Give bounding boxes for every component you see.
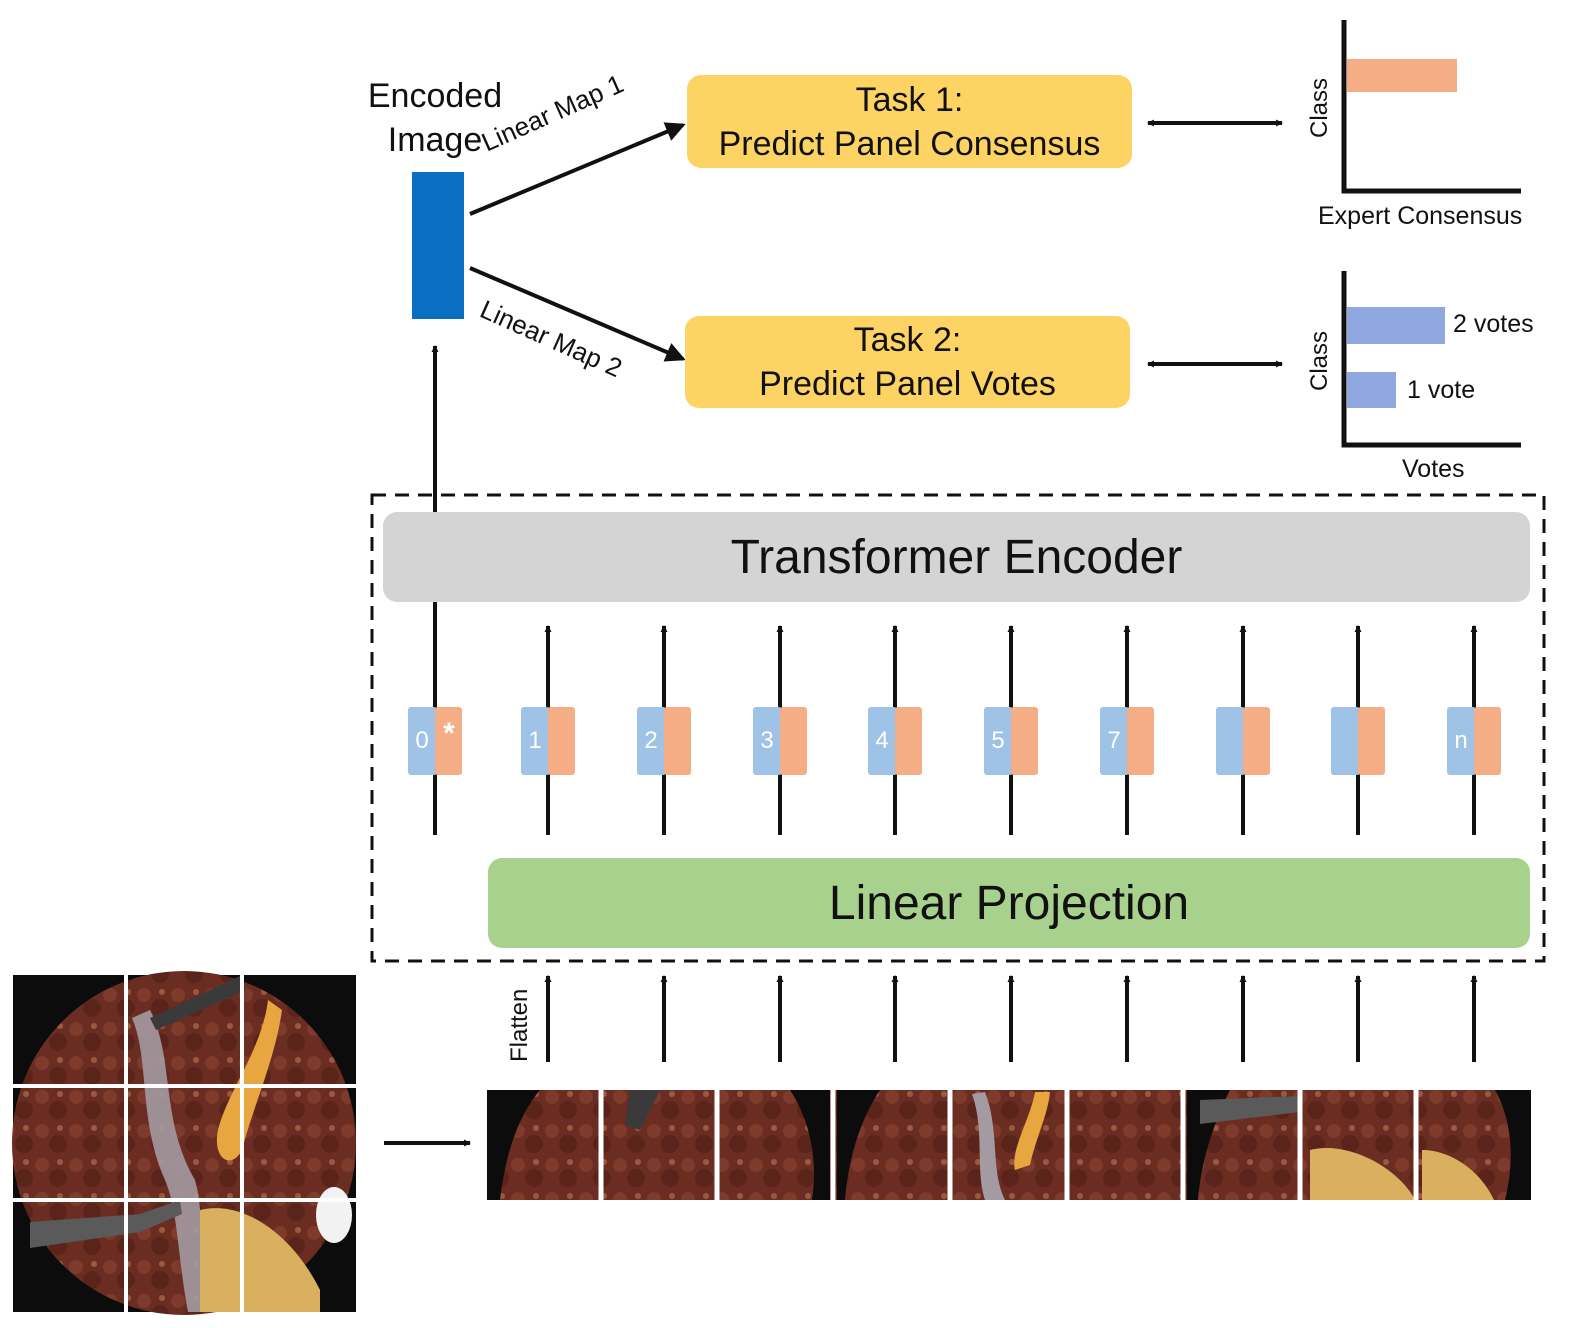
token-patch-embedding-5	[1011, 707, 1038, 775]
token-embeddings	[408, 707, 1501, 775]
chart2-xlabel: Votes	[1402, 455, 1465, 483]
token-patch-embedding-4	[895, 707, 922, 775]
token-patch-embedding-7	[1243, 707, 1270, 775]
token-label: 4	[875, 727, 889, 754]
encoded-image-label-line2: Image	[387, 121, 483, 159]
task2-subtitle: Predict Panel Votes	[759, 365, 1056, 403]
token-position-embedding-8	[1331, 707, 1360, 775]
token-position-embedding-6	[1100, 707, 1129, 775]
linear-map-1-arrow	[469, 122, 686, 216]
encoded-image-label-line1: Encoded	[367, 77, 503, 115]
linear-map-2-arrow	[469, 266, 686, 362]
token-label: 2	[644, 727, 658, 754]
task1-subtitle: Predict Panel Consensus	[718, 124, 1101, 163]
task1-title: Task 1:	[855, 80, 964, 119]
token-patch-embedding-6	[1127, 707, 1154, 775]
token-position-embedding-0	[408, 707, 437, 775]
token-label: 0	[415, 727, 429, 754]
chart1-xlabel: Expert Consensus	[1318, 202, 1523, 230]
patch-sequence	[487, 1090, 1531, 1200]
token-position-embedding-4	[868, 707, 897, 775]
token-label: 1	[528, 727, 542, 754]
token-position-embedding-2	[637, 707, 666, 775]
token-position-embedding-7	[1216, 707, 1245, 775]
transformer-encoder-box: Transformer Encoder	[383, 512, 1530, 602]
token-patch-embedding-3	[780, 707, 807, 775]
flatten-arrows	[544, 974, 1478, 1062]
cls-token-marker: *	[443, 717, 455, 750]
encoder-dashed-border	[370, 493, 1546, 963]
chart2-bar1-label: 2 votes	[1453, 310, 1534, 338]
chart1-ylabel: Class	[1306, 77, 1333, 138]
token-position-embedding-1	[521, 707, 550, 775]
flatten-label: Flatten	[506, 988, 533, 1062]
chart1-bar	[1347, 59, 1457, 92]
token-patch-embedding-9	[1474, 707, 1501, 775]
token-label: 7	[1107, 727, 1121, 754]
token-patch-embedding-0	[435, 707, 462, 775]
task2-box: Task 2: Predict Panel Votes	[685, 316, 1130, 408]
chart2-axes	[1341, 271, 1521, 448]
token-label: 5	[991, 727, 1005, 754]
chart2-bar-2-votes	[1347, 307, 1445, 344]
token-patch-embedding-2	[664, 707, 691, 775]
task2-title: Task 2:	[853, 321, 962, 359]
token-position-embedding-5	[984, 707, 1013, 775]
transformer-encoder-label: Transformer Encoder	[730, 530, 1183, 584]
chart1-axes	[1341, 20, 1521, 194]
linear-projection-box: Linear Projection	[488, 858, 1530, 948]
chart2-ylabel: Class	[1306, 330, 1333, 391]
token-patch-embedding-1	[548, 707, 575, 775]
token-label: n	[1454, 727, 1468, 754]
task1-box: Task 1: Predict Panel Consensus	[687, 75, 1132, 168]
encoded-image-label: Encoded Image	[355, 74, 515, 162]
token-position-embedding-9	[1447, 707, 1476, 775]
linear-projection-label: Linear Projection	[828, 876, 1190, 930]
token-label: 3	[760, 727, 774, 754]
chart2-bar2-label: 1 vote	[1407, 376, 1476, 404]
token-patch-embedding-8	[1358, 707, 1385, 775]
input-image	[12, 971, 356, 1315]
token-position-embedding-3	[753, 707, 782, 775]
encoded-image-bar	[412, 172, 464, 319]
chart2-bar-1-vote	[1347, 372, 1396, 408]
